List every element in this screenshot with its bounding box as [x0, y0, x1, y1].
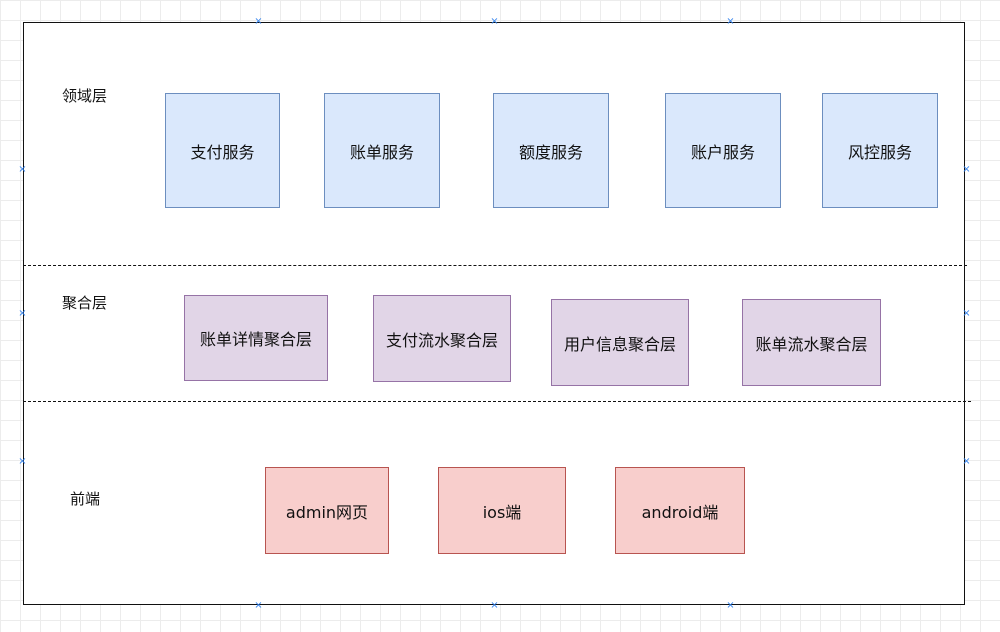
aggregation-box-payment-flow[interactable]: 支付流水聚合层	[373, 295, 511, 382]
layer-divider-upper	[23, 265, 967, 266]
client-box-android[interactable]: android端	[615, 467, 745, 554]
resize-handle-icon[interactable]: ×	[726, 16, 735, 27]
client-box-admin-web[interactable]: admin网页	[265, 467, 389, 554]
service-box-risk-control[interactable]: 风控服务	[822, 93, 938, 208]
service-box-bill[interactable]: 账单服务	[324, 93, 440, 208]
resize-handle-icon[interactable]: ×	[254, 600, 263, 611]
client-box-ios[interactable]: ios端	[438, 467, 566, 554]
resize-handle-icon[interactable]: ×	[254, 16, 263, 27]
aggregation-box-bill-detail[interactable]: 账单详情聚合层	[184, 295, 328, 381]
resize-handle-icon[interactable]: ×	[490, 600, 499, 611]
resize-handle-icon[interactable]: ×	[18, 164, 27, 175]
aggregation-box-bill-flow[interactable]: 账单流水聚合层	[742, 299, 881, 386]
resize-handle-icon[interactable]: ×	[962, 456, 971, 467]
resize-handle-icon[interactable]: ×	[18, 308, 27, 319]
resize-handle-icon[interactable]: ×	[962, 164, 971, 175]
resize-handle-icon[interactable]: ×	[962, 308, 971, 319]
layer-divider-lower	[23, 401, 971, 402]
aggregation-layer-label: 聚合层	[62, 294, 108, 312]
service-box-payment[interactable]: 支付服务	[165, 93, 280, 208]
resize-handle-icon[interactable]: ×	[726, 600, 735, 611]
aggregation-box-user-info[interactable]: 用户信息聚合层	[551, 299, 689, 386]
frontend-layer-label: 前端	[70, 490, 101, 508]
resize-handle-icon[interactable]: ×	[490, 16, 499, 27]
resize-handle-icon[interactable]: ×	[18, 456, 27, 467]
service-box-credit-limit[interactable]: 额度服务	[493, 93, 609, 208]
domain-layer-label: 领域层	[62, 87, 108, 105]
service-box-account[interactable]: 账户服务	[665, 93, 781, 208]
